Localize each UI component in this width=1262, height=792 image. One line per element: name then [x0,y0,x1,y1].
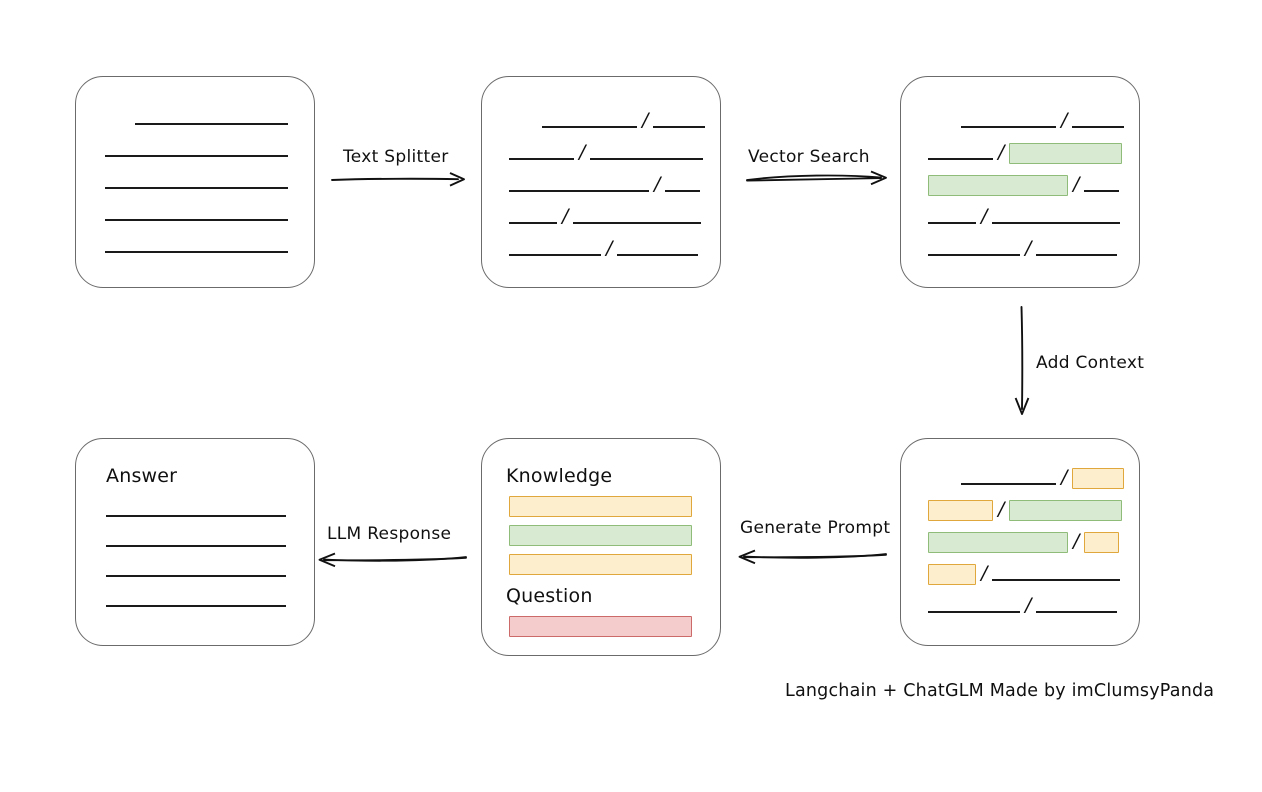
chunk-row: / [928,236,1118,260]
text-line-segment [590,158,704,160]
chunk-row: / [509,140,704,164]
prompt-box: Knowledge Question [481,438,721,656]
chunk-separator: / [1073,172,1080,195]
text-line [105,155,288,157]
text-line-segment [653,126,706,128]
chunk-separator: / [642,108,649,131]
chunk-separator: / [1061,108,1068,131]
text-line-segment [1072,126,1125,128]
text-line-segment [928,222,976,224]
generate-prompt-label: Generate Prompt [740,518,891,538]
text-line-segment [509,222,557,224]
chunk-row: / [928,140,1123,164]
chunk-separator: / [562,204,569,227]
text-line-segment [542,126,637,128]
chunk-separator: / [606,236,613,259]
chunk-row: / [542,108,706,132]
text-line [106,545,286,547]
yellow-highlight-segment [1084,531,1120,553]
text-line [106,605,286,607]
green-content-bar [509,525,692,546]
vector-matched-chunks-box: / / / / / [900,76,1140,288]
chunk-row: / [928,529,1120,553]
vector-search-arrow [746,170,887,186]
text-line-segment [509,190,649,192]
chunk-separator: / [998,140,1005,163]
text-line [105,251,288,253]
answer-label: Answer [106,465,178,487]
chunk-separator: / [1025,236,1032,259]
text-line-segment [573,222,702,224]
text-line-segment [509,254,601,256]
text-line-segment [665,190,701,192]
text-splitter-label: Text Splitter [343,147,449,167]
text-line-segment [1036,254,1118,256]
chunk-row: / [961,465,1125,489]
llm-response-arrow [318,552,467,568]
yellow-highlight-segment [928,563,976,585]
text-line-segment [928,158,993,160]
text-line-segment [1036,611,1118,613]
text-line-segment [928,254,1020,256]
text-line-segment [961,483,1056,485]
chunk-separator: / [1061,465,1068,488]
chunk-row: / [961,108,1125,132]
source-document-box [75,76,315,288]
chunk-row: / [509,236,699,260]
knowledge-label: Knowledge [506,465,613,487]
green-highlight-segment [1009,142,1123,164]
add-context-arrow [1014,306,1030,415]
chunk-row: / [928,593,1118,617]
yellow-highlight-segment [928,499,993,521]
generate-prompt-arrow [738,549,887,565]
chunk-row: / [928,561,1121,585]
text-line-segment [1084,190,1120,192]
yellow-content-bar [509,554,692,575]
chunk-row: / [928,497,1123,521]
answer-box: Answer [75,438,315,646]
text-line-segment [992,579,1121,581]
text-line [135,123,288,125]
chunk-separator: / [654,172,661,195]
red-content-bar [509,616,692,637]
chunk-row: / [509,204,702,228]
context-added-chunks-box: / / / / / [900,438,1140,646]
text-line [105,187,288,189]
green-highlight-segment [928,174,1068,196]
text-line-segment [961,126,1056,128]
chunk-separator: / [1073,529,1080,552]
text-line-segment [992,222,1121,224]
chunk-separator: / [579,140,586,163]
chunk-separator: / [981,561,988,584]
yellow-content-bar [509,496,692,517]
chunk-separator: / [998,497,1005,520]
text-line [106,575,286,577]
text-line-segment [617,254,699,256]
chunk-row: / [509,172,701,196]
text-splitter-arrow [331,172,465,187]
green-highlight-segment [1009,499,1123,521]
footer-credit: Langchain + ChatGLM Made by imClumsyPand… [785,681,1215,701]
chunk-row: / [928,204,1121,228]
chunk-row: / [928,172,1120,196]
chunk-separator: / [1025,593,1032,616]
add-context-label: Add Context [1036,353,1145,373]
text-line [105,219,288,221]
llm-response-label: LLM Response [327,524,452,544]
text-line [106,515,286,517]
vector-search-label: Vector Search [748,147,870,167]
question-label: Question [506,585,593,607]
yellow-highlight-segment [1072,467,1125,489]
text-line-segment [509,158,574,160]
green-highlight-segment [928,531,1068,553]
chunk-separator: / [981,204,988,227]
text-line-segment [928,611,1020,613]
split-chunks-box: / / / / / [481,76,721,288]
